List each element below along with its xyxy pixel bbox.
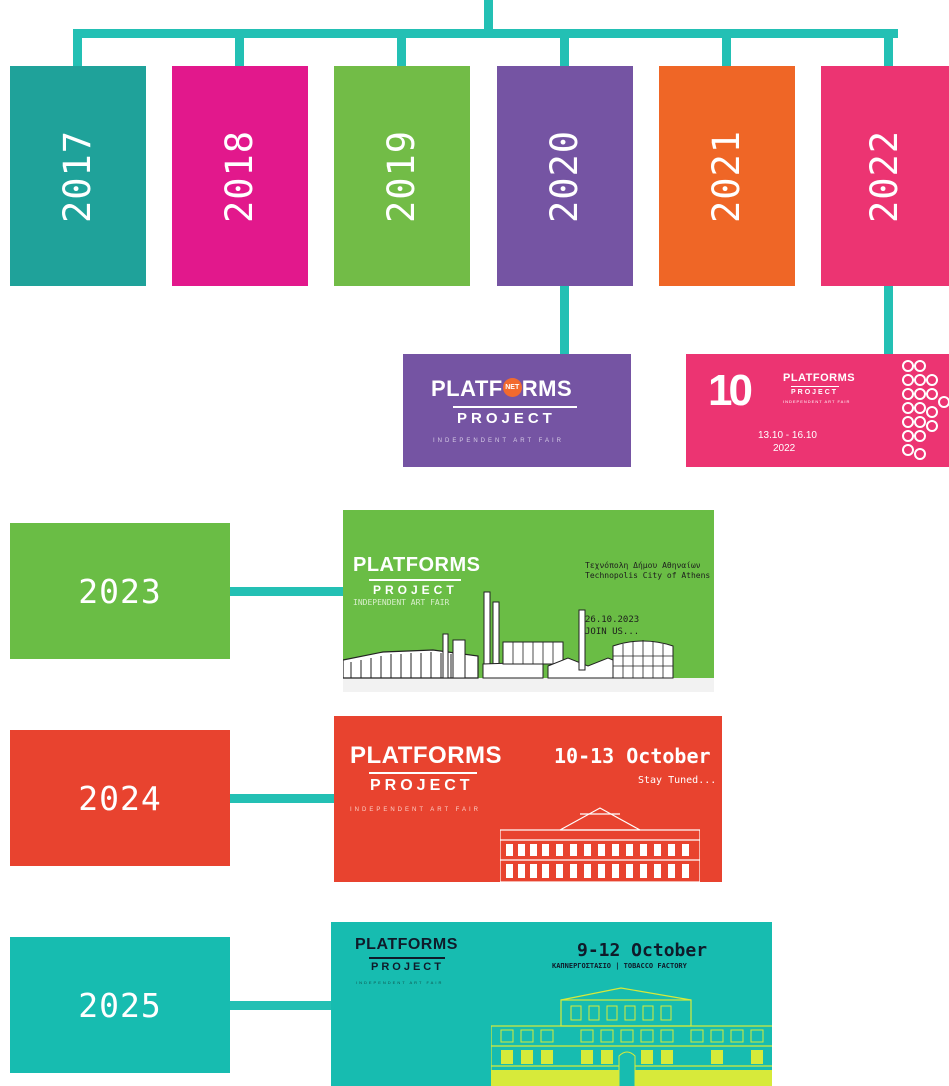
- year-box-2019: 2019: [334, 66, 470, 286]
- year-box-2018: 2018: [172, 66, 308, 286]
- banner-2023-logo-sub: PROJECT: [373, 583, 458, 597]
- year-label-2025: 2025: [78, 985, 162, 1025]
- banner-2024-building-illustration: [500, 807, 700, 882]
- banner-2022-logo: PLATFORMS: [783, 372, 856, 384]
- connector-2020-banner: [560, 286, 569, 354]
- banner-2020-logo-tag: INDEPENDENT ART FAIR: [433, 438, 565, 444]
- banner-2023-logo: PLATFORMS: [353, 554, 481, 576]
- connector-2024-banner: [229, 794, 335, 803]
- year-box-2022: 2022: [821, 66, 949, 286]
- banner-2023-cta: JOIN US...: [585, 627, 640, 637]
- year-box-2020: 2020: [497, 66, 633, 286]
- drop-2019: [397, 29, 406, 67]
- banner-2023-date: 26.10.2023: [585, 615, 640, 625]
- year-box-2023: 2023: [10, 523, 230, 659]
- banner-2024-logo: PLATFORMS: [350, 742, 503, 769]
- year-label-2017: 2017: [56, 129, 100, 223]
- year-label-2018: 2018: [218, 129, 262, 223]
- year-label-2020: 2020: [543, 129, 587, 223]
- year-label-2024: 2024: [78, 778, 162, 818]
- banner-2025-building-illustration: [491, 987, 772, 1086]
- banner-2022-year: 2022: [773, 443, 796, 454]
- connector-2025-banner: [229, 1001, 332, 1010]
- banner-2025-logo-rule: [369, 957, 445, 959]
- banner-2025-logo-tag: INDEPENDENT ART FAIR: [356, 980, 444, 985]
- year-label-2023: 2023: [78, 571, 162, 611]
- banner-2024-logo-sub: PROJECT: [370, 777, 474, 794]
- banner-2024-dates: 10-13 October: [554, 744, 711, 768]
- banner-2022-dates: 13.10 - 16.10: [758, 430, 817, 441]
- drop-2022: [884, 29, 893, 67]
- banner-2025-logo: PLATFORMS: [355, 936, 458, 953]
- banner-2025: PLATFORMS PROJECT INDEPENDENT ART FAIR 9…: [331, 922, 772, 1086]
- banner-2024-cta: Stay Tuned...: [638, 775, 717, 786]
- banner-2023-venue-en: Technopolis City of Athens: [585, 571, 711, 580]
- year-box-2017: 2017: [10, 66, 146, 286]
- banner-2025-venue: ΚΑΠΝΕΡΓΟΣΤΑΣΙΟ | TOBACCO FACTORY: [552, 962, 687, 970]
- top-horizontal-connector: [73, 29, 898, 38]
- banner-2023-venue-gr: Τεχνόπολη Δήμου Αθηναίων: [585, 561, 701, 570]
- banner-2022-logo-tag: INDEPENDENT ART FAIR: [783, 399, 851, 404]
- banner-2023-logo-rule: [369, 579, 461, 581]
- year-label-2019: 2019: [380, 129, 424, 223]
- banner-2022-pattern-graphic: [902, 360, 949, 460]
- year-label-2021: 2021: [705, 129, 749, 223]
- banner-2024-logo-tag: INDEPENDENT ART FAIR: [350, 807, 482, 813]
- banner-2022: 10 PLATFORMS PROJECT INDEPENDENT ART FAI…: [686, 354, 949, 467]
- connector-2022-banner: [884, 286, 893, 354]
- banner-2023-skyline-illustration: [343, 591, 714, 692]
- banner-2023: PLATFORMS PROJECT INDEPENDENT ART FAIR Τ…: [343, 510, 714, 692]
- banner-2022-logo-sub: PROJECT: [791, 389, 839, 396]
- connector-2023-banner: [229, 587, 344, 596]
- banner-2022-ten: 10: [708, 366, 753, 415]
- banner-2022-logo-rule: [791, 386, 839, 387]
- year-label-2022: 2022: [863, 129, 907, 223]
- drop-2017: [73, 29, 82, 67]
- year-box-2021: 2021: [659, 66, 795, 286]
- root-connector: [484, 0, 493, 34]
- banner-2024-logo-rule: [369, 772, 477, 774]
- banner-2023-logo-tag: INDEPENDENT ART FAIR: [353, 598, 450, 607]
- banner-2025-dates: 9-12 October: [577, 940, 708, 961]
- year-box-2024: 2024: [10, 730, 230, 866]
- year-box-2025: 2025: [10, 937, 230, 1073]
- banner-2020-logo-sub: PROJECT: [457, 410, 556, 427]
- drop-2018: [235, 29, 244, 67]
- banner-2020-logo-rule: [453, 406, 577, 408]
- net-badge-icon: NET: [502, 377, 522, 397]
- banner-2024: PLATFORMS PROJECT INDEPENDENT ART FAIR 1…: [334, 716, 722, 882]
- drop-2021: [722, 29, 731, 67]
- drop-2020: [560, 29, 569, 67]
- banner-2025-logo-sub: PROJECT: [371, 961, 444, 973]
